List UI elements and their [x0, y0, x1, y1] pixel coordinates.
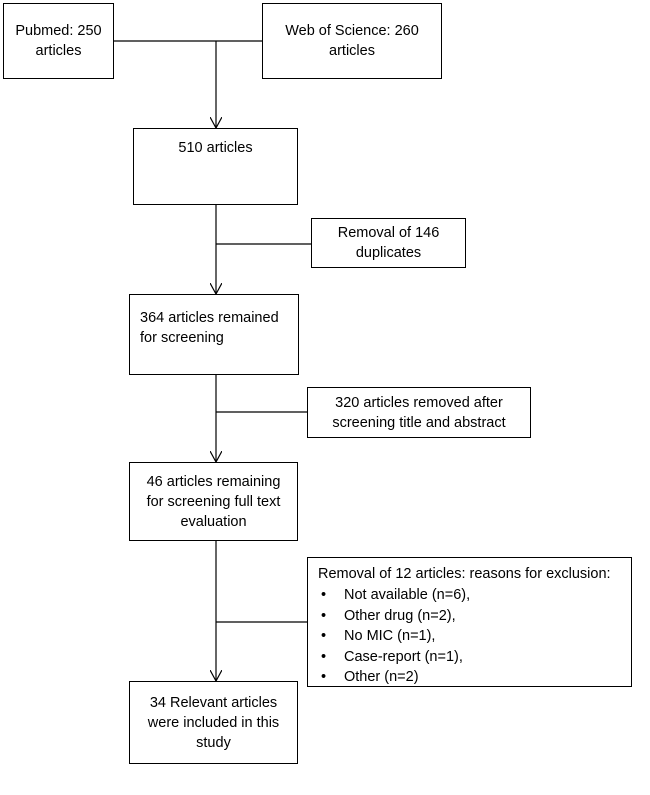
exclusion-reason-item: • Other drug (n=2), — [318, 606, 621, 627]
web-of-science-box: Web of Science: 260 articles — [262, 3, 442, 79]
removed-title-abstract-box: 320 articles removed after screening tit… — [307, 387, 531, 438]
bullet-icon: • — [321, 669, 327, 685]
combined-articles-label: 510 articles — [178, 139, 253, 156]
combined-articles-box: 510 articles — [133, 128, 298, 205]
pubmed-label: Pubmed: 250 articles — [15, 23, 102, 59]
exclusion-reason-label: Other drug (n=2), — [344, 607, 456, 624]
bullet-icon: • — [321, 628, 327, 644]
exclusion-reasons-list: • Not available (n=6), • Other drug (n=2… — [318, 585, 621, 688]
bullet-icon: • — [321, 648, 327, 665]
exclusion-reason-label: No MIC (n=1), — [344, 628, 436, 644]
exclusion-reason-item: • No MIC (n=1), — [318, 626, 621, 647]
exclusion-reason-label: Case-report (n=1), — [344, 648, 463, 665]
duplicates-box: Removal of 146 duplicates — [311, 218, 466, 268]
screening-label: 364 articles remained for screening — [140, 310, 279, 346]
exclusion-reason-label: Other (n=2) — [344, 669, 419, 685]
screening-box: 364 articles remained for screening — [129, 294, 299, 375]
full-text-label: 46 articles remaining for screening full… — [146, 473, 281, 530]
exclusion-reasons-box: Removal of 12 articles: reasons for excl… — [307, 557, 632, 687]
pubmed-box: Pubmed: 250 articles — [3, 3, 114, 79]
included-articles-box: 34 Relevant articles were included in th… — [129, 681, 298, 764]
exclusion-reason-item: • Other (n=2) — [318, 667, 621, 688]
duplicates-label: Removal of 146 duplicates — [337, 225, 440, 261]
bullet-icon: • — [321, 607, 327, 624]
full-text-box: 46 articles remaining for screening full… — [129, 462, 298, 541]
exclusion-reason-item: • Not available (n=6), — [318, 585, 621, 606]
web-of-science-label: Web of Science: 260 articles — [285, 23, 419, 59]
exclusion-reason-label: Not available (n=6), — [344, 587, 471, 603]
exclusion-reason-item: • Case-report (n=1), — [318, 647, 621, 668]
bullet-icon: • — [321, 587, 327, 603]
exclusion-title: Removal of 12 articles: reasons for excl… — [318, 566, 611, 582]
removed-title-abstract-label: 320 articles removed after screening tit… — [332, 394, 506, 431]
included-articles-label: 34 Relevant articles were included in th… — [147, 694, 280, 751]
